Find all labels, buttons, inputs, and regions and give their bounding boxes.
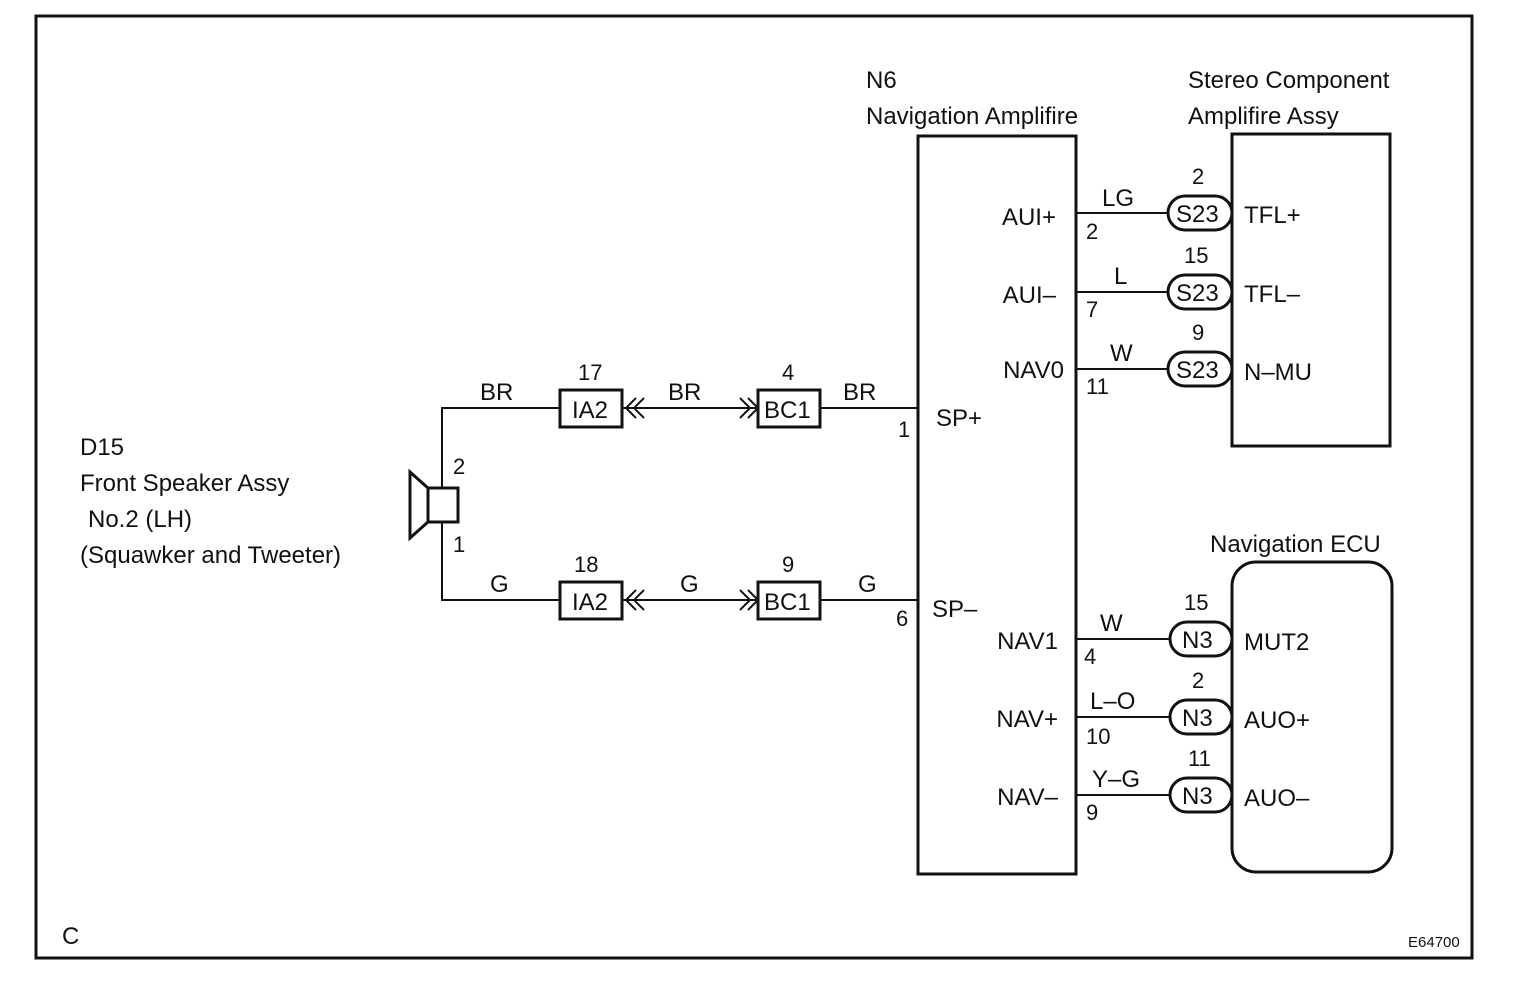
nav-ecu-name: Navigation ECU bbox=[1210, 531, 1381, 558]
wire-color-label: W bbox=[1110, 340, 1133, 367]
terminal-tfl-plus: TFL+ bbox=[1244, 202, 1301, 229]
wire-color-label: BR bbox=[668, 379, 701, 406]
terminal-auo-plus: AUO+ bbox=[1244, 707, 1310, 734]
connector-label: S23 bbox=[1176, 280, 1219, 307]
pin-sp-minus: 6 bbox=[896, 606, 908, 631]
stereo-amp-name-line1: Stereo Component bbox=[1188, 67, 1390, 94]
terminal-sp-plus: SP+ bbox=[936, 405, 982, 432]
wire-color-label: W bbox=[1100, 610, 1123, 637]
terminal-auo-minus: AUO– bbox=[1244, 785, 1310, 812]
connector-n3-b: N3 2 bbox=[1168, 668, 1234, 736]
connector-s23-c: S23 9 bbox=[1166, 320, 1234, 388]
wire-speaker-bottom bbox=[441, 522, 560, 601]
nav-amp-code: N6 bbox=[866, 67, 897, 94]
pin-nav-plus: 10 bbox=[1086, 724, 1110, 749]
pin-nav0: 11 bbox=[1086, 374, 1109, 399]
terminal-aui-minus: AUI– bbox=[1003, 282, 1057, 309]
wire-color-label: Y–G bbox=[1092, 766, 1140, 793]
connector-label: N3 bbox=[1182, 627, 1213, 654]
wire-color-label: L bbox=[1114, 263, 1127, 290]
front-speaker-assy: D15 Front Speaker Assy No.2 (LH) (Squawk… bbox=[80, 434, 465, 569]
wire-color-label: G bbox=[490, 571, 509, 598]
speaker-icon bbox=[408, 468, 430, 542]
pin-nav1: 4 bbox=[1084, 644, 1096, 669]
wire-color-label: L–O bbox=[1090, 688, 1135, 715]
wire-speaker-top bbox=[441, 407, 560, 488]
speaker-name-line2: No.2 (LH) bbox=[88, 506, 192, 533]
connector-pin: 18 bbox=[574, 552, 598, 577]
connector-label: IA2 bbox=[572, 397, 608, 424]
terminal-nav1: NAV1 bbox=[997, 628, 1058, 655]
speaker-pin-top: 2 bbox=[453, 454, 465, 479]
terminal-nav0: NAV0 bbox=[1003, 357, 1064, 384]
connector-pin: 4 bbox=[782, 360, 794, 385]
connector-pin: 15 bbox=[1184, 243, 1208, 268]
connector-label: N3 bbox=[1182, 705, 1213, 732]
speaker-name: Front Speaker Assy bbox=[80, 470, 289, 497]
connector-ia2-top: IA2 17 bbox=[558, 360, 624, 429]
nav-amp-name: Navigation Amplifire bbox=[866, 103, 1078, 130]
connector-label: S23 bbox=[1176, 201, 1219, 228]
speaker-name-line3: (Squawker and Tweeter) bbox=[80, 542, 341, 569]
pin-nav-minus: 9 bbox=[1086, 800, 1098, 825]
figure-code: E64700 bbox=[1408, 934, 1460, 951]
wire-color-label: G bbox=[680, 571, 699, 598]
stereo-amp-name-line2: Amplifire Assy bbox=[1188, 103, 1339, 130]
wire-color-label: BR bbox=[480, 379, 513, 406]
corner-label: C bbox=[62, 923, 79, 950]
navigation-amplifier: N6 Navigation Amplifire AUI+ AUI– NAV0 S… bbox=[866, 67, 1078, 876]
connector-s23-a: S23 2 bbox=[1166, 164, 1234, 232]
connector-bc1-bottom: BC1 9 bbox=[756, 552, 822, 621]
terminal-sp-minus: SP– bbox=[932, 596, 978, 623]
wire-color-label: LG bbox=[1102, 185, 1134, 212]
connector-n3-a: N3 15 bbox=[1168, 590, 1234, 658]
terminal-mut2: MUT2 bbox=[1244, 629, 1309, 656]
connector-pin: 2 bbox=[1192, 668, 1204, 693]
navigation-ecu: Navigation ECU MUT2 AUO+ AUO– bbox=[1210, 531, 1394, 874]
connector-s23-b: S23 15 bbox=[1166, 243, 1234, 311]
terminal-aui-plus: AUI+ bbox=[1002, 204, 1056, 231]
terminal-tfl-minus: TFL– bbox=[1244, 281, 1301, 308]
terminal-nav-plus: NAV+ bbox=[996, 706, 1058, 733]
stereo-component-amplifier: Stereo Component Amplifire Assy TFL+ TFL… bbox=[1188, 67, 1392, 448]
connector-pin: 15 bbox=[1184, 590, 1208, 615]
connector-bc1-top: BC1 4 bbox=[756, 360, 822, 429]
pin-aui-minus: 7 bbox=[1086, 297, 1098, 322]
connector-pin: 9 bbox=[782, 552, 794, 577]
connector-pin: 17 bbox=[578, 360, 602, 385]
pin-aui-plus: 2 bbox=[1086, 219, 1098, 244]
connector-label: N3 bbox=[1182, 783, 1213, 810]
connector-pin: 11 bbox=[1188, 746, 1211, 771]
connector-n3-c: N3 11 bbox=[1168, 746, 1234, 814]
speaker-magnet bbox=[426, 486, 460, 524]
connector-pin: 9 bbox=[1192, 320, 1204, 345]
terminal-n-mu: N–MU bbox=[1244, 359, 1312, 386]
speaker-code: D15 bbox=[80, 434, 124, 461]
connector-label: BC1 bbox=[764, 589, 811, 616]
connector-label: IA2 bbox=[572, 589, 608, 616]
speaker-pin-bottom: 1 bbox=[453, 532, 465, 557]
wire-color-label: G bbox=[858, 571, 877, 598]
connector-label: S23 bbox=[1176, 357, 1219, 384]
pin-sp-plus: 1 bbox=[898, 417, 910, 442]
connector-ia2-bottom: IA2 18 bbox=[558, 552, 624, 621]
diagram-frame bbox=[34, 14, 1474, 960]
connector-pin: 2 bbox=[1192, 164, 1204, 189]
wire-color-label: BR bbox=[843, 379, 876, 406]
terminal-nav-minus: NAV– bbox=[997, 784, 1059, 811]
connector-label: BC1 bbox=[764, 397, 811, 424]
